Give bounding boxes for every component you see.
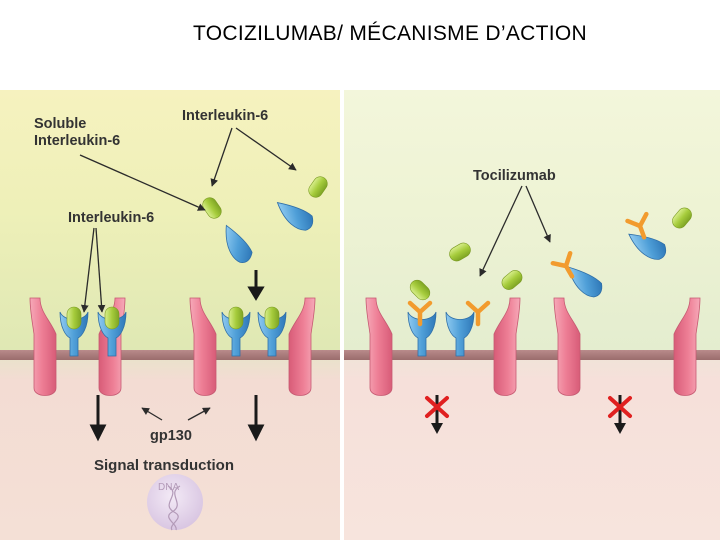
label-gp130: gp130 [150,428,192,444]
signal-arrows-left [89,270,265,442]
page-title: TOCIZILUMAB/ MÉCANISME D’ACTION [193,22,587,45]
label-signal-transduction: Signal transduction [94,457,235,474]
label-tocilizumab: Tocilizumab [473,168,556,184]
pointer-arrows-left [79,127,297,421]
receptor-pair-empty [553,297,701,396]
blocked-signal-2 [608,395,632,434]
label-il6-top: Interleukin-6 [182,108,269,124]
label-il6-mid: Interleukin-6 [68,210,155,226]
dna-icon [147,474,203,531]
panel-tocilizumab-blocking [344,90,720,540]
panel-divider [340,90,344,540]
cell-membrane-right [344,350,720,360]
receptor-pair-left-1 [29,297,127,396]
pointer-arrows-right [479,185,551,277]
label-soluble-il6: Soluble Interleukin-6 [34,116,120,150]
il6-floating-left [199,173,331,265]
label-dna: DNA [158,482,180,493]
cell-membrane-left [0,350,340,360]
blocked-signal-1 [425,395,449,434]
label-soluble-line2: Interleukin-6 [34,133,121,149]
receptor-pair-blocked [365,297,521,396]
il6-floating-right [406,204,695,304]
receptor-pair-left-2 [189,297,316,396]
panel-il6-signaling [0,90,340,540]
label-soluble-line1: Soluble [34,116,87,132]
